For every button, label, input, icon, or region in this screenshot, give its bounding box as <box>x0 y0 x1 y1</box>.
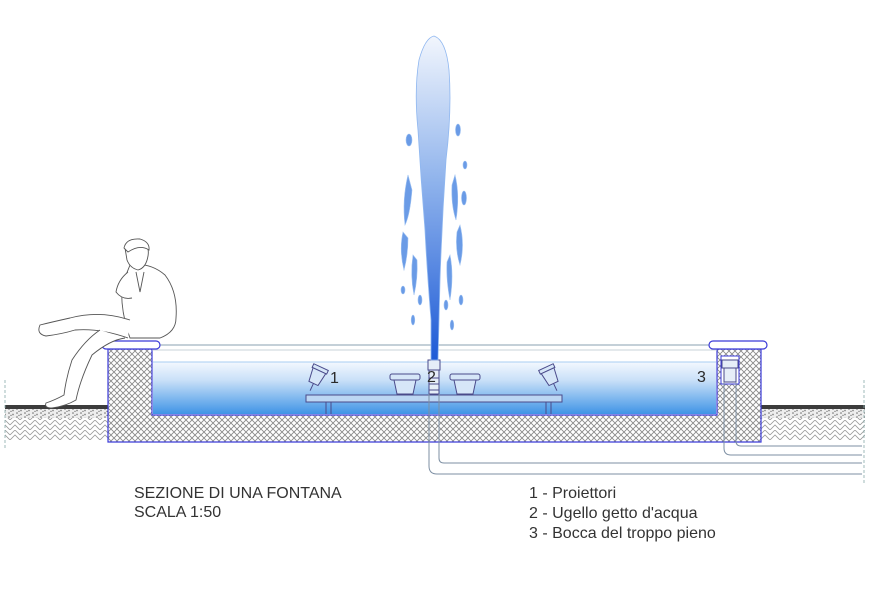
ground-right <box>761 380 865 485</box>
projector-icon <box>308 363 559 395</box>
callout-overflow: 3 <box>697 369 706 386</box>
seated-person-figure <box>38 238 177 409</box>
legend: 1 - Proiettori 2 - Ugello getto d'acqua … <box>529 484 716 544</box>
water-jet <box>400 35 468 361</box>
ground-left <box>4 380 108 450</box>
overflow-icon <box>721 359 739 383</box>
legend-item-overflow: 3 - Bocca del troppo pieno <box>529 525 716 542</box>
callout-nozzle: 2 <box>427 369 436 386</box>
legend-item-projectors: 1 - Proiettori <box>529 485 617 502</box>
title-block: SEZIONE DI UNA FONTANA SCALA 1:50 <box>134 484 342 522</box>
drawing-title: SEZIONE DI UNA FONTANA <box>134 485 342 502</box>
equipment-platform <box>305 394 563 414</box>
callout-projector: 1 <box>330 370 339 387</box>
legend-item-nozzle: 2 - Ugello getto d'acqua <box>529 505 698 522</box>
pipes <box>428 382 862 475</box>
drawing-scale: SCALA 1:50 <box>134 504 222 521</box>
coping-right <box>708 340 768 350</box>
